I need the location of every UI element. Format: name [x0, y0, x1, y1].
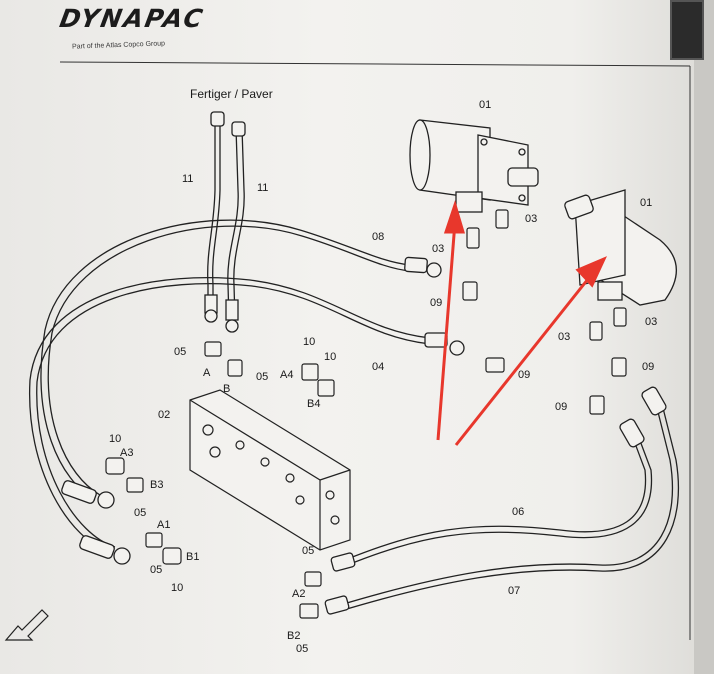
label-10-d: 10	[171, 582, 183, 594]
port-A2: A2	[292, 588, 305, 600]
port-B4: B4	[307, 398, 320, 410]
label-09-d: 09	[555, 401, 567, 413]
page-edge-shadow	[694, 0, 714, 674]
label-05-e: 05	[302, 545, 314, 557]
motor-fittings	[462, 209, 627, 415]
motor-right	[564, 189, 678, 306]
label-05-c: 05	[134, 507, 146, 519]
hose-08	[40, 219, 442, 501]
port-A3: A3	[120, 447, 133, 459]
label-10-c: 10	[109, 433, 121, 445]
hose-06-07	[324, 386, 680, 615]
label-02: 02	[158, 409, 170, 421]
port-B: B	[223, 383, 230, 395]
port-B1: B1	[186, 551, 199, 563]
label-06: 06	[512, 506, 524, 518]
header-label: Fertiger / Paver	[190, 87, 273, 101]
block-port-fittings	[105, 341, 335, 619]
label-05-f: 05	[296, 643, 308, 655]
direction-arrow-icon	[4, 609, 49, 641]
label-08: 08	[372, 231, 384, 243]
label-03-a: 03	[525, 213, 537, 225]
label-03-b: 03	[432, 243, 444, 255]
label-05-d: 05	[150, 564, 162, 576]
label-11-b: 11	[257, 182, 268, 194]
page-frame-line	[59, 61, 691, 67]
valve-block	[189, 389, 351, 551]
label-11-a: 11	[182, 173, 193, 185]
port-A: A	[203, 367, 211, 379]
motor-left	[409, 119, 539, 213]
label-10-b: 10	[324, 351, 336, 363]
label-05-b: 05	[256, 371, 268, 383]
port-A4: A4	[280, 369, 293, 381]
label-01-left: 01	[479, 99, 491, 111]
port-B2: B2	[287, 630, 300, 642]
hose-11-pair	[204, 111, 246, 333]
port-B3: B3	[150, 479, 163, 491]
label-10-a: 10	[303, 336, 315, 348]
label-03-d: 03	[645, 316, 657, 328]
label-01-right: 01	[640, 197, 652, 209]
label-09-a: 09	[430, 297, 442, 309]
section-tab-badge	[670, 0, 704, 60]
hose-04	[29, 277, 465, 553]
label-09-c: 09	[642, 361, 654, 373]
label-05-a: 05	[174, 346, 186, 358]
label-03-c: 03	[558, 331, 570, 343]
port-A1: A1	[157, 519, 170, 531]
label-09-b: 09	[518, 369, 530, 381]
annotation-arrows	[436, 200, 607, 446]
label-04: 04	[372, 361, 384, 373]
hose-end-fittings	[61, 480, 131, 565]
label-07: 07	[508, 585, 520, 597]
